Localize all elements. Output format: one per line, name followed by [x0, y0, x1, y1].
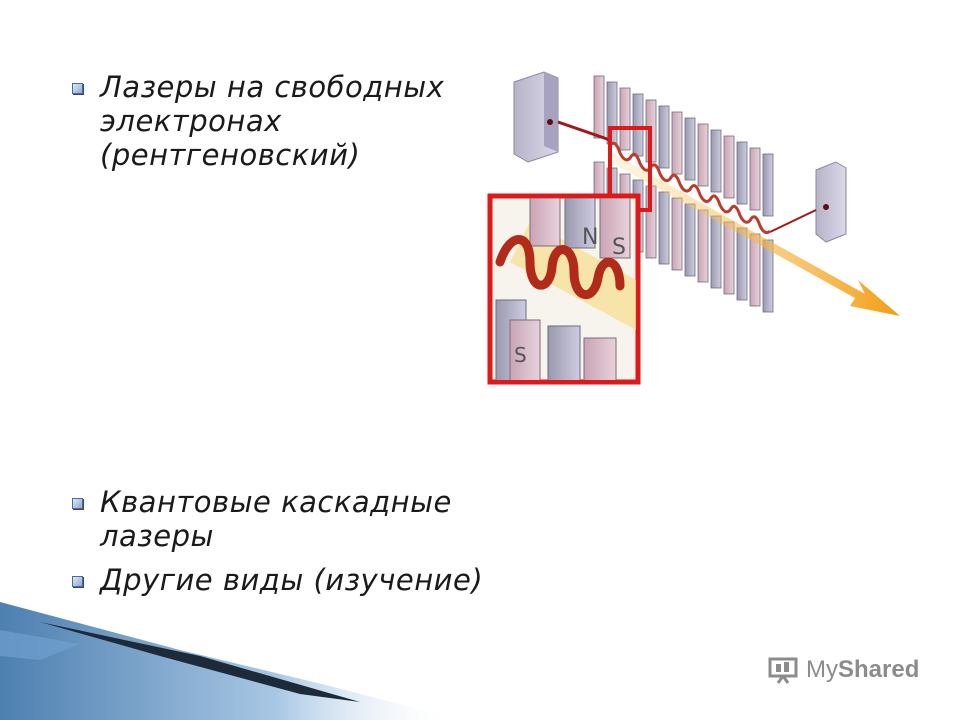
- square-bullet-icon: [72, 498, 83, 509]
- magnet-block: [762, 153, 774, 217]
- magnet-block: [736, 141, 748, 205]
- magnet-label-s: S: [612, 235, 626, 260]
- magnet-block: [593, 75, 605, 139]
- square-bullet-icon: [72, 576, 83, 587]
- magnet-block: [710, 129, 722, 193]
- magnet-block: [736, 227, 748, 301]
- magnet-block: [723, 221, 735, 295]
- magnet-block: [749, 147, 761, 211]
- bullet-item: Другие виды (изучение): [72, 563, 532, 597]
- bullet-list-bottom: Квантовые каскадные лазеры Другие виды (…: [72, 485, 532, 607]
- magnet-label-s-lower: S: [514, 343, 527, 367]
- electron-spiral: [495, 235, 625, 300]
- magnet-block: [697, 123, 709, 187]
- zoom-inset: N S S: [487, 193, 641, 385]
- free-electron-laser-diagram: N S S: [487, 71, 900, 385]
- magnet-block: [671, 197, 683, 271]
- magnet-block: [723, 135, 735, 199]
- magnet-block: [632, 93, 644, 157]
- bullet-text: Лазеры на свободных электронах (рентгено…: [100, 70, 445, 172]
- electron-wiggle-path: [608, 141, 772, 235]
- magnet-block: [671, 111, 683, 175]
- bullet-list-top: Лазеры на свободных электронах (рентгено…: [72, 70, 492, 182]
- laser-beam-arrow: [610, 152, 900, 316]
- magnet-block: [619, 87, 631, 151]
- presentation-icon: [768, 657, 798, 684]
- bullet-item: Лазеры на свободных электронах (рентгено…: [72, 70, 492, 172]
- magnet-block: [658, 105, 670, 169]
- footer-wave-decoration: [0, 602, 460, 720]
- detector-box: [815, 161, 847, 243]
- watermark-suffix: Shared: [838, 656, 920, 683]
- magnet-block: [749, 233, 761, 307]
- magnet-label-n: N: [582, 225, 598, 250]
- bullet-text: Другие виды (изучение): [100, 563, 484, 597]
- bullet-text: Квантовые каскадные лазеры: [100, 485, 452, 553]
- electron-source: [513, 71, 559, 163]
- bullet-item: Квантовые каскадные лазеры: [72, 485, 532, 553]
- square-bullet-icon: [72, 83, 83, 94]
- magnet-block: [684, 203, 696, 277]
- magnet-block: [697, 209, 709, 283]
- watermark-prefix: My: [806, 656, 838, 683]
- magnet-block: [684, 117, 696, 181]
- magnet-block: [710, 215, 722, 289]
- magnet-block: [658, 191, 670, 265]
